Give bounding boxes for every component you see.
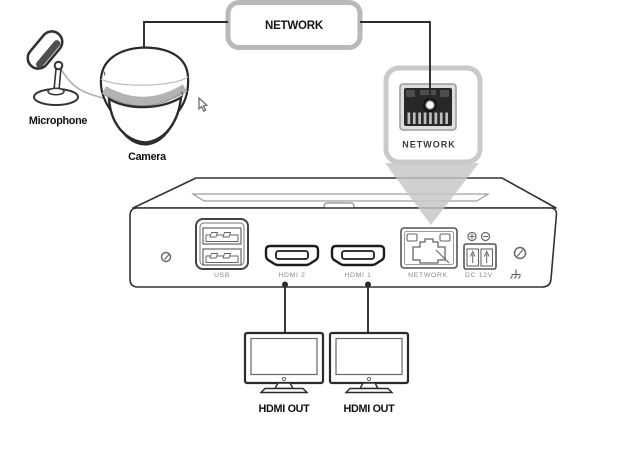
- dome-camera-icon: [99, 46, 190, 146]
- camera-bubble: [107, 95, 183, 144]
- rj45-socket: [412, 238, 446, 264]
- rj45-clip: [406, 233, 418, 242]
- rj45-contacts: [407, 112, 448, 124]
- hdmi1-port-icon: [330, 244, 386, 267]
- ground-screw-slot: [516, 249, 524, 257]
- rj45-port-icon: [400, 227, 458, 269]
- usb-tongue: [205, 255, 239, 263]
- mic-capsule-body: [26, 30, 64, 70]
- circled-minus-icon: [480, 231, 491, 242]
- earth-ground-glyph: [510, 269, 521, 279]
- rj45-tooth: [429, 112, 432, 124]
- monitor-base: [344, 387, 394, 394]
- monitor-screen: [335, 337, 403, 376]
- network-port-label: NETWORK: [408, 272, 448, 279]
- dc-arrow: [483, 250, 490, 263]
- rj45-tooth: [407, 112, 411, 124]
- rj45-tooth: [423, 112, 427, 124]
- network-node-label: NETWORK: [265, 20, 324, 32]
- camera-mark-right: [180, 91, 184, 98]
- callout-port-label: NETWORK: [402, 140, 456, 150]
- hdmi2-port-label: HDMI 2: [278, 272, 305, 279]
- camera-mark-left: [103, 71, 106, 76]
- monitor-neck: [273, 382, 295, 390]
- rj45-notch: [440, 90, 449, 97]
- minus-circle: [480, 231, 491, 242]
- rj45-tooth: [434, 112, 438, 124]
- microphone-cable: [59, 67, 104, 99]
- rj45-tooth: [418, 112, 421, 124]
- microphone: Microphone: [26, 30, 104, 127]
- network-port-callout: NETWORK: [383, 65, 483, 165]
- camera: Camera: [99, 46, 190, 163]
- rj45-notch: [406, 90, 415, 97]
- wire-junction-dot: [365, 281, 371, 288]
- microphone-icon: [26, 30, 79, 106]
- usb-port-icon: [195, 218, 249, 270]
- rj45-notch: [420, 90, 436, 95]
- dc-port-label: DC 12V: [465, 272, 493, 279]
- hdmi1-port-label: HDMI 1: [344, 272, 371, 279]
- dc-terminal-icon: [463, 231, 497, 270]
- rj45-tooth: [445, 112, 448, 124]
- mic-capsule-shade: [36, 40, 61, 68]
- monitor-power-led: [281, 376, 287, 382]
- wire-junction-dot: [282, 281, 288, 288]
- callout-pointer-triangle: [385, 163, 479, 225]
- hdmi-slot: [275, 250, 309, 260]
- rj45-clip: [439, 233, 451, 242]
- mic-stand: [53, 67, 62, 91]
- mic-capsule: [26, 30, 64, 70]
- usb-pin: [209, 232, 219, 238]
- network-wires: [143, 21, 431, 105]
- monitor-left-label: HDMI OUT: [259, 403, 311, 415]
- recorder: USB HDMI 2 HDMI 1 NETWORK: [129, 177, 558, 288]
- monitor-screen: [250, 337, 318, 376]
- usb-tongue: [205, 234, 239, 242]
- plus-circle: [467, 231, 477, 242]
- monitor-neck: [358, 382, 380, 390]
- plus-sign: [469, 234, 475, 239]
- microphone-label: Microphone: [29, 115, 87, 127]
- hdmi-slot: [341, 250, 375, 260]
- monitor-wires: [282, 281, 371, 333]
- camera-trim-band: [101, 84, 188, 106]
- usb-port-label: USB: [214, 272, 230, 279]
- screw-slot: [164, 254, 170, 260]
- usb-pin: [222, 253, 232, 259]
- camera-to-network-wire: [143, 21, 228, 50]
- usb-pin: [222, 232, 232, 238]
- monitor-icon: [328, 331, 410, 394]
- monitor-power-led: [366, 376, 372, 382]
- dc-arrow: [469, 250, 476, 263]
- monitor-left: HDMI OUT: [243, 331, 325, 415]
- camera-trim-edge: [104, 91, 185, 107]
- earth-ground-icon: [510, 269, 521, 279]
- ground-screw-icon: [513, 246, 527, 260]
- monitor-right-label: HDMI OUT: [344, 403, 396, 415]
- rj45-tooth: [439, 112, 443, 124]
- monitor-base: [259, 387, 309, 394]
- mouse-cursor-icon: [198, 96, 209, 113]
- screw-icon: [160, 251, 172, 263]
- network-node: NETWORK: [225, 0, 363, 50]
- camera-rim-line: [100, 76, 189, 86]
- network-node-box: [225, 0, 363, 50]
- usb-pin: [209, 253, 219, 259]
- network-to-recorder-wire: [360, 21, 431, 105]
- wire-endpoint-dot: [425, 100, 435, 110]
- rj45-socket-line: [435, 249, 450, 264]
- circled-plus-icon: [467, 231, 477, 242]
- hdmi2-port-icon: [264, 244, 320, 267]
- monitor-icon: [243, 331, 325, 394]
- mic-base-collar: [47, 87, 65, 96]
- mic-joint: [53, 60, 64, 71]
- rj45-tooth: [412, 112, 416, 124]
- rj45-port-inner: [404, 231, 454, 265]
- monitor-right: HDMI OUT: [328, 331, 410, 415]
- camera-label: Camera: [128, 151, 167, 163]
